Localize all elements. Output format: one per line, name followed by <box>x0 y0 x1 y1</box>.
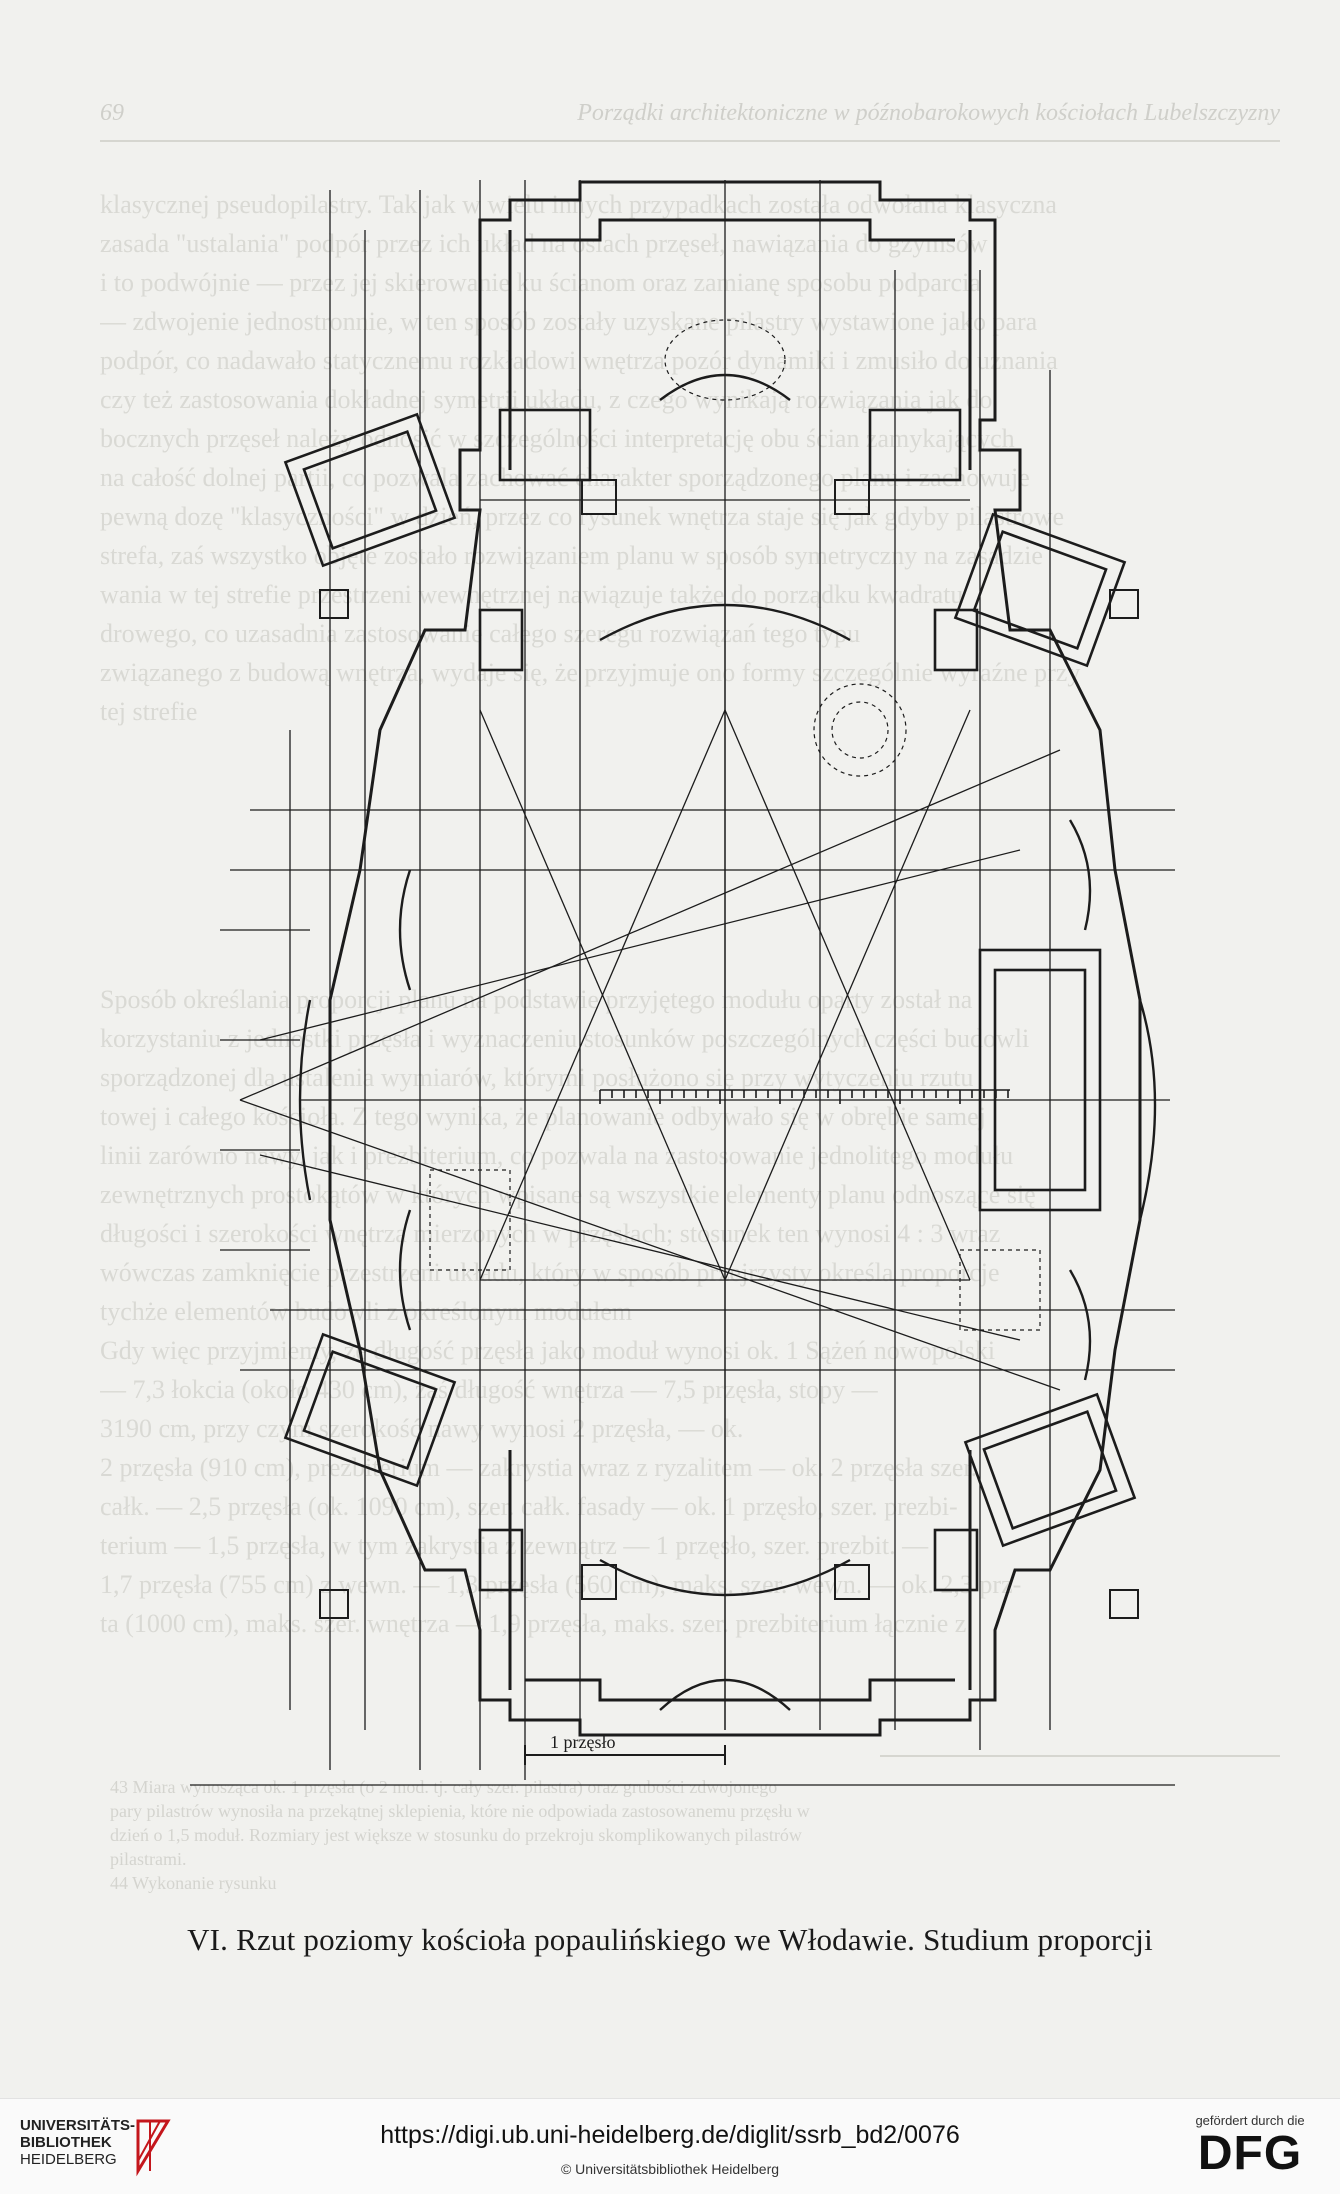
bleed_text_lower-line: 1,7 przęsła (755 cm) z wewn. — 1,3 przęs… <box>100 1570 1022 1599</box>
page-number: 69 <box>100 100 124 126</box>
bleed_text_lower-line: 2 przęsła (910 cm), prezbiterium — zakry… <box>100 1453 978 1482</box>
footnotes-line: 44 Wykonanie rysunku <box>110 1873 277 1893</box>
proportion-grid <box>190 180 1175 1786</box>
bleed_text-line: strefa, zaś wszystko objęte zostało rozw… <box>100 541 1043 570</box>
bleed_text_lower-line: ta (1000 cm), maks. szer. wnętrza — 1,9 … <box>100 1609 967 1638</box>
footnote-rule <box>880 1755 1280 1757</box>
footnotes-line: 43 Miara wynosząca ok. 1 przęsła (o 2 mo… <box>110 1777 778 1797</box>
bleed_text-line: tej strefie <box>100 697 198 726</box>
bleed_text_lower-line: całk. — 2,5 przęsła (ok. 1090 cm), szer.… <box>100 1492 958 1521</box>
bleed_text-line: bocznych przęseł należy odnosić w szczeg… <box>100 424 1015 453</box>
bleed_text-line: i to podwójnie — przez jej skierowanie k… <box>100 268 981 297</box>
side-chapels <box>283 408 1137 1592</box>
library-line3: HEIDELBERG <box>20 2151 117 2168</box>
dfg-logo: DFG <box>1197 2127 1303 2180</box>
interior-niches <box>298 373 1157 1711</box>
scanned-page: 69 Porządki architektoniczne w późnobaro… <box>100 100 1280 1957</box>
library-line1: UNIVERSITÄTS- <box>20 2117 136 2134</box>
running-head: 69 Porządki architektoniczne w późnobaro… <box>100 100 1280 140</box>
bleed_text-line: na całość dolnej partii, co pozwala zach… <box>100 463 1030 492</box>
bleed_text_lower-line: korzystaniu z jednostki przęsła i wyznac… <box>100 1024 1030 1053</box>
footnotes-line: pilastrami. <box>110 1849 187 1869</box>
scale-bar <box>524 1745 726 1765</box>
university-library-logo-icon <box>136 2119 171 2177</box>
bleed_text-line: podpór, co nadawało statycznemu rozkłado… <box>100 346 1058 375</box>
church-floor-plan-drawing: 1 przęsło <box>190 180 1175 1786</box>
scale-bar-label: 1 przęsło <box>550 1732 615 1752</box>
copyright-notice: © Universitätsbibliothek Heidelberg <box>560 2161 780 2177</box>
bleed_text_lower-line: długości i szerokości wnętrza mierzonych… <box>100 1219 1001 1248</box>
library-name: UNIVERSITÄTS- BIBLIOTHEK HEIDELBERG <box>20 2117 135 2168</box>
bleed_text-line: — zdwojenie jednostronnie, w ten sposób … <box>100 307 1038 336</box>
figure-caption: VI. Rzut poziomy kościoła popaulińskiego… <box>187 1922 1153 1957</box>
header-rule <box>100 140 1280 142</box>
bleed_text-line: klasycznej pseudopilastry. Tak jak w wie… <box>100 190 1057 219</box>
footnotes-line: dzień o 1,5 moduł. Rozmiary jest większe… <box>110 1825 802 1845</box>
bleed_text_lower-line: terium — 1,5 przęsła, w tym zakrystia z … <box>100 1531 929 1560</box>
bleed_text_lower-line: sporządzonej dla ustalenia wymiarów, któ… <box>100 1063 974 1092</box>
diagonals <box>239 499 1170 1730</box>
bleed_text_lower-line: Gdy więc przyjmiemy, że długość przęsła … <box>100 1336 996 1365</box>
altar-ornament <box>429 319 1041 1331</box>
running-head-title: Porządki architektoniczne w późnobarokow… <box>577 100 1280 126</box>
bleed_text_lower-line: — 7,3 łokcia (około 430 cm), zaś długość… <box>100 1375 878 1404</box>
bleed_text_lower-line: Sposób określania proporcji planu na pod… <box>100 985 973 1014</box>
digitization-footer: UNIVERSITÄTS- BIBLIOTHEK HEIDELBERG http… <box>0 2098 1340 2194</box>
bleed_text_lower-line: towej i całego kościoła. Z tego wynika, … <box>100 1102 986 1131</box>
library-line2: BIBLIOTHEK <box>20 2134 112 2151</box>
funder-block: gefördert durch die DFG <box>1180 2113 1320 2180</box>
pilasters <box>319 479 1139 1619</box>
bleed_text_lower-line: linii zarówno nawy, jak i prezbiterium, … <box>100 1141 1014 1170</box>
footnotes-line: pary pilastrów wynosiła na przekątnej sk… <box>110 1801 810 1821</box>
bleed_text_lower-line: tychże elementów budowli z określonym mo… <box>100 1297 633 1326</box>
bleed_text-line: związanego z budową wnętrza, wydaje się,… <box>100 658 1081 687</box>
bleed_text-line: zasada "ustalania" podpór przez ich ukła… <box>100 229 988 258</box>
measuring-ruler <box>599 1089 1010 1104</box>
bleed_text_lower-line: wówczas zamknięcie przestrzeni układu, k… <box>100 1258 1000 1287</box>
funder-label: gefördert durch die <box>1195 2113 1305 2128</box>
permalink-url[interactable]: https://digi.ub.uni-heidelberg.de/diglit… <box>380 2121 960 2149</box>
bleed_text_lower-line: zewnętrznych prostokątów w których wpisa… <box>100 1180 1036 1209</box>
outer-walls <box>328 180 1142 1737</box>
